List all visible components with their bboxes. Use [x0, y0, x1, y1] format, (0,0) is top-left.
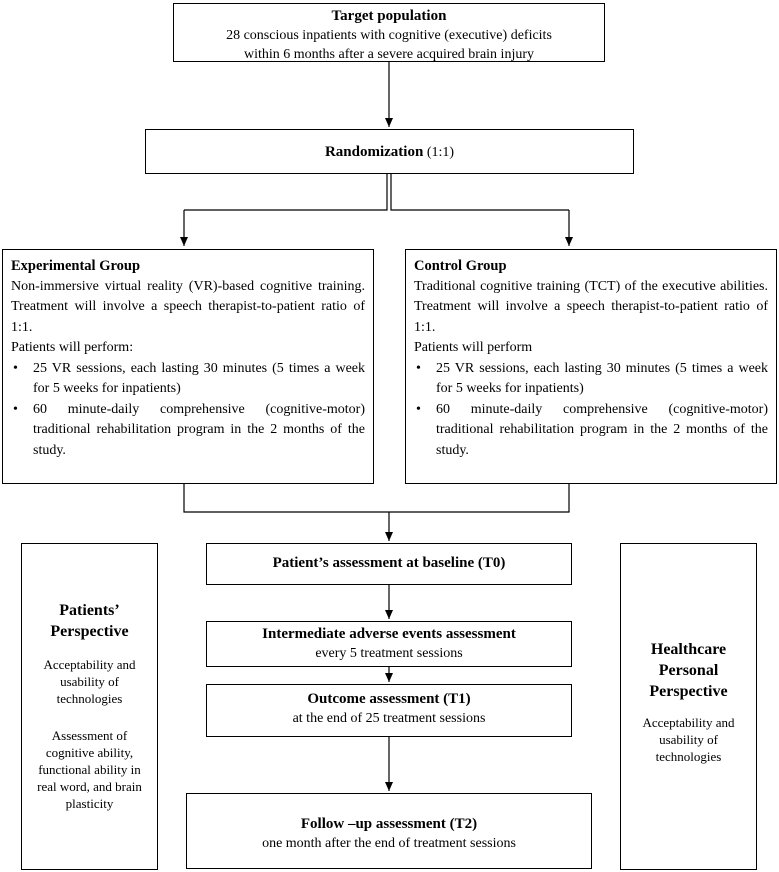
experimental-bullet-2: 60 minute-daily comprehensive (cognitive… — [11, 400, 365, 462]
randomization-label: Randomization — [324, 144, 424, 160]
outcome-assessment-subtitle: at the end of 25 treatment sessions — [292, 711, 486, 726]
target-population-title: Target population — [331, 8, 447, 24]
split-left — [184, 174, 388, 211]
control-bullet-1: 25 VR sessions, each lasting 30 minutes … — [414, 359, 768, 400]
intermediate-assessment-subtitle: every 5 treatment sessions — [315, 646, 463, 661]
control-group-intro: Patients will perform — [414, 340, 533, 355]
randomization-box: Randomization (1:1) — [145, 129, 634, 174]
target-population-box: Target population 28 conscious inpatient… — [173, 3, 605, 62]
control-group-list: 25 VR sessions, each lasting 30 minutes … — [414, 359, 768, 462]
control-group-description: Traditional cognitive training (TCT) of … — [414, 278, 768, 335]
followup-assessment-subtitle: one month after the end of treatment ses… — [262, 836, 516, 851]
healthcare-perspective-title-line3: Perspective — [649, 683, 728, 700]
control-group-title: Control Group — [414, 258, 507, 274]
healthcare-perspective-text1: Acceptability and usability of technolog… — [642, 715, 735, 764]
intermediate-assessment-title: Intermediate adverse events assessment — [262, 626, 516, 642]
patients-perspective-text2: Assessment of cognitive ability, functio… — [37, 728, 142, 811]
experimental-group-intro: Patients will perform: — [11, 340, 134, 355]
healthcare-perspective-title-line2: Personal — [658, 662, 719, 679]
experimental-bullet-1: 25 VR sessions, each lasting 30 minutes … — [11, 359, 365, 400]
experimental-group-list: 25 VR sessions, each lasting 30 minutes … — [11, 359, 365, 462]
split-right — [390, 174, 569, 211]
intermediate-assessment-box: Intermediate adverse events assessment e… — [206, 621, 572, 667]
baseline-assessment-title: Patient’s assessment at baseline (T0) — [272, 555, 506, 571]
experimental-group-description: Non-immersive virtual reality (VR)-based… — [11, 278, 365, 335]
merge-left — [183, 484, 389, 513]
experimental-group-title: Experimental Group — [11, 258, 141, 274]
patients-perspective-title-line1: Patients’ — [59, 602, 120, 619]
healthcare-perspective-title-line1: Healthcare — [650, 641, 727, 658]
control-bullet-2: 60 minute-daily comprehensive (cognitive… — [414, 400, 768, 462]
outcome-assessment-title: Outcome assessment (T1) — [307, 691, 471, 707]
merge-right — [389, 484, 570, 513]
target-population-line1: 28 conscious inpatients with cognitive (… — [226, 28, 552, 43]
followup-assessment-box: Follow –up assessment (T2) one month aft… — [186, 793, 592, 869]
outcome-assessment-box: Outcome assessment (T1) at the end of 25… — [206, 684, 572, 737]
experimental-group-box: Experimental Group Non-immersive virtual… — [2, 249, 374, 484]
randomization-ratio: (1:1) — [423, 145, 455, 160]
followup-assessment-title: Follow –up assessment (T2) — [300, 816, 478, 832]
baseline-assessment-box: Patient’s assessment at baseline (T0) — [206, 543, 572, 585]
patients-perspective-title-line2: Perspective — [50, 623, 129, 640]
patients-perspective-box: Patients’ Perspective Acceptability and … — [21, 543, 158, 870]
healthcare-perspective-box: Healthcare Personal Perspective Acceptab… — [620, 543, 757, 870]
control-group-box: Control Group Traditional cognitive trai… — [405, 249, 777, 484]
target-population-line2: within 6 months after a severe acquired … — [243, 47, 534, 62]
patients-perspective-text1: Acceptability and usability of technolog… — [43, 657, 136, 706]
